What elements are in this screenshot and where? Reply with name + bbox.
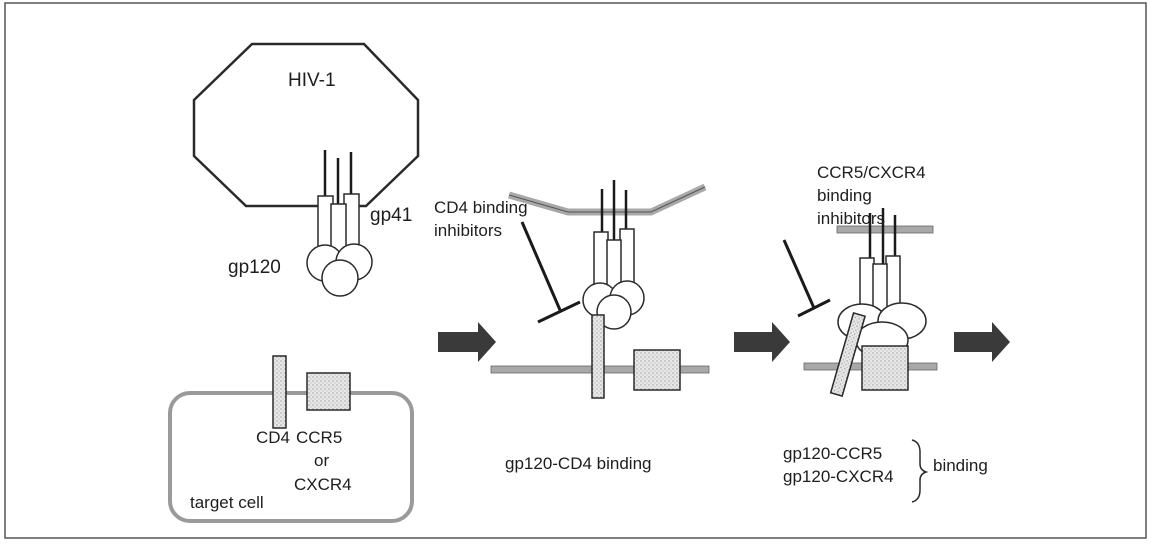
ccr5-coreceptor-3 bbox=[862, 346, 908, 390]
cd4-label: CD4 bbox=[256, 428, 290, 447]
hiv-label: HIV-1 bbox=[288, 70, 336, 91]
ccr5-coreceptor-2 bbox=[634, 350, 680, 390]
step-arrow-2 bbox=[734, 322, 790, 362]
viral-membrane-2 bbox=[509, 187, 705, 212]
ccr5-coreceptor bbox=[307, 373, 350, 410]
coreceptor-inhibitor-symbol bbox=[784, 240, 830, 316]
cd4-inhibitor-symbol bbox=[522, 222, 580, 322]
hiv-virion bbox=[194, 44, 418, 206]
viral-membrane-3 bbox=[837, 226, 933, 233]
step1-caption: gp120-CD4 binding bbox=[505, 454, 652, 473]
cd4-receptor bbox=[273, 356, 286, 428]
cd4-inhibitor-label-1: CD4 binding bbox=[434, 198, 528, 217]
gp120-subunits bbox=[307, 244, 372, 296]
step2-caption-2: gp120-CXCR4 bbox=[783, 467, 894, 486]
step2-caption-suffix: binding bbox=[933, 456, 988, 475]
ccr5-label: CCR5 bbox=[296, 428, 342, 447]
step-arrow-3 bbox=[954, 322, 1010, 362]
cd4-receptor-2 bbox=[592, 315, 604, 398]
cd4-inhibitor-label-2: inhibitors bbox=[434, 221, 502, 240]
or-label: or bbox=[314, 451, 329, 470]
step2-bracket bbox=[912, 440, 926, 502]
step2-caption-1: gp120-CCR5 bbox=[783, 444, 882, 463]
coreceptor-inhibitor-label-1: CCR5/CXCR4 bbox=[817, 163, 926, 182]
step-arrow-1 bbox=[438, 322, 496, 362]
gp120-label: gp120 bbox=[228, 257, 281, 278]
target-cell-label: target cell bbox=[190, 493, 264, 512]
coreceptor-inhibitor-label-2: binding bbox=[817, 186, 872, 205]
cxcr4-label: CXCR4 bbox=[294, 475, 352, 494]
coreceptor-inhibitor-label-3: inhibitors bbox=[817, 209, 885, 228]
gp41-label: gp41 bbox=[370, 205, 412, 226]
